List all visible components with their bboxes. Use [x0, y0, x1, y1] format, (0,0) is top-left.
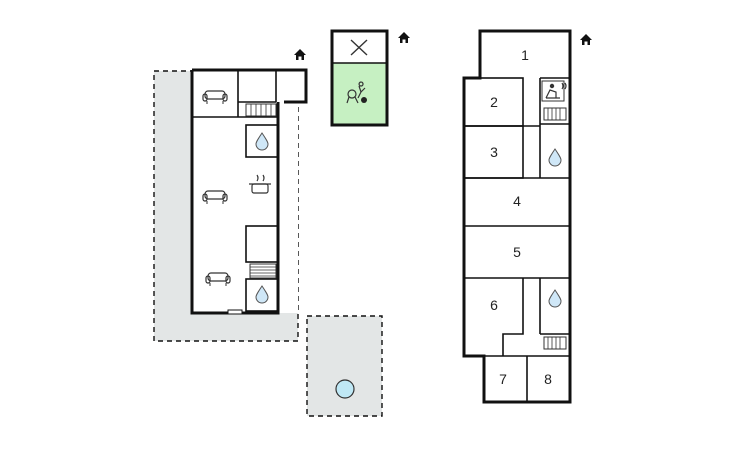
room-label-3: 3: [490, 144, 498, 160]
house-icon: [398, 32, 410, 43]
kitchen-pot-icon: [249, 174, 271, 194]
room-label-2: 2: [490, 94, 498, 110]
playground-icon: [346, 81, 367, 104]
water-drop-icon: [548, 289, 562, 308]
pool-icon: [335, 379, 355, 399]
radiator-icon: [543, 336, 567, 350]
water-drop-icon: [255, 132, 269, 151]
room-label-5: 5: [513, 244, 521, 260]
cross-icon: [350, 39, 368, 56]
room-6: [502, 278, 524, 356]
entrance-door: [227, 309, 243, 315]
water-drop-icon: [548, 148, 562, 167]
room-label-1: 1: [521, 47, 529, 63]
house-icon: [580, 34, 592, 45]
room-label-4: 4: [513, 193, 521, 209]
pool-area: [306, 315, 383, 417]
water-drop-icon: [255, 285, 269, 304]
bathroom-lower: [245, 278, 279, 312]
sofa-icon: [202, 190, 228, 204]
ground-floor-annex: [276, 70, 306, 102]
sofa-icon: [205, 272, 231, 286]
stairs-icon: [249, 263, 277, 279]
storage-block: [245, 225, 279, 263]
radiator-icon: [543, 107, 567, 121]
room-label-8: 8: [544, 371, 552, 387]
room-label-7: 7: [499, 371, 507, 387]
house-icon: [294, 49, 306, 60]
middle-building: [330, 29, 389, 127]
room-label-6: 6: [490, 297, 498, 313]
bathroom-upper: [245, 124, 279, 158]
sauna-icon: [541, 80, 567, 102]
upper-floor: [462, 29, 572, 404]
middle-building-wall: [330, 29, 389, 127]
sofa-icon: [202, 90, 228, 104]
stairs-icon: [245, 103, 277, 117]
